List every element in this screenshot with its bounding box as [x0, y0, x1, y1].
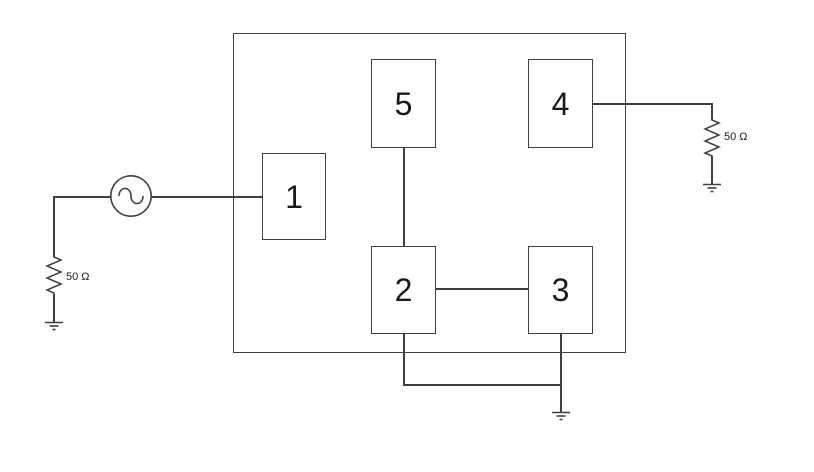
wire-block5-to-block2 [403, 147, 405, 247]
left-resistor-label: 50 Ω [66, 271, 90, 283]
block-5: 5 [371, 59, 436, 148]
wire-block2-to-block3 [436, 288, 529, 290]
right-resistor-label: 50 Ω [724, 131, 748, 143]
left-ground-icon [42, 321, 66, 333]
block-4-label: 4 [551, 85, 570, 122]
wire-source-to-block1 [151, 196, 262, 198]
block-2-label: 2 [394, 272, 413, 308]
bottom-ground-icon [549, 411, 573, 423]
block-5-label: 5 [394, 85, 413, 122]
wire-block4-to-right-termination [592, 103, 713, 105]
wire-left-ground-stem [53, 294, 55, 322]
wire-right-termination-down [711, 103, 713, 120]
ac-source-icon [109, 174, 153, 218]
block-4: 4 [528, 59, 593, 148]
block-1-label: 1 [285, 178, 303, 215]
wire-left-termination-down [53, 196, 55, 257]
block-2: 2 [371, 246, 436, 334]
system-boundary-box [233, 33, 626, 353]
right-resistor-icon [700, 118, 724, 158]
wire-block2-down [403, 333, 405, 385]
right-ground-icon [700, 183, 724, 195]
block-3-label: 3 [551, 272, 570, 308]
block-3: 3 [528, 246, 593, 334]
block-1: 1 [262, 153, 326, 240]
left-resistor-icon [42, 255, 66, 295]
wire-bottom-bus [403, 384, 561, 386]
wire-right-ground-stem [711, 156, 713, 184]
wire-block3-to-ground [560, 333, 562, 412]
wire-left-stub [53, 196, 111, 198]
